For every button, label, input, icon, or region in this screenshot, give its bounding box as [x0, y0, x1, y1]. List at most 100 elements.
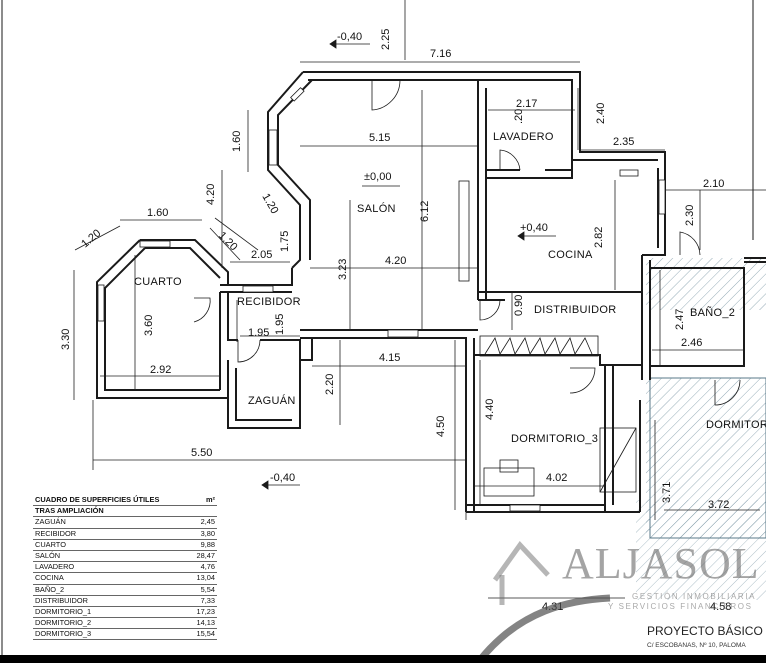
room-label-dormitorio-partial: DORMITORI [706, 419, 766, 431]
table-subheader-row: TRAS AMPLIACIÓN [33, 505, 217, 518]
surface-table: CUADRO DE SUPERFICIES ÚTILES m² TRAS AMP… [33, 495, 217, 641]
table-cell-name: DORMITORIO_3 [33, 628, 190, 641]
room-label-zaguan: ZAGUÁN [248, 394, 296, 407]
level-label-cocina: +0,40 [520, 222, 548, 234]
dimension-label: 1.20 [79, 227, 103, 250]
brand-logo-icon [477, 541, 611, 663]
table-cell-name: COCINA [33, 572, 190, 585]
dimension-label: 1.20 [259, 192, 280, 217]
room-label-recibidor: RECIBIDOR [237, 296, 301, 308]
dimension-label: 3.71 [661, 482, 673, 503]
windows [97, 87, 666, 512]
dimension-label: 2.92 [150, 364, 171, 376]
dimension-label: 4.50 [435, 416, 447, 437]
table-cell-name: DISTRIBUIDOR [33, 595, 190, 607]
dimension-label: 2.46 [681, 337, 702, 349]
table-cell-name: LAVADERO [33, 561, 190, 574]
dimension-label: 0.90 [513, 295, 525, 316]
level-label-top: -0,40 [337, 31, 362, 43]
table-subheader: TRAS AMPLIACIÓN [33, 505, 190, 518]
room-label-lavadero: LAVADERO [493, 131, 554, 143]
room-label-distribuidor: DISTRIBUIDOR [534, 304, 616, 316]
dimension-label: 3.30 [60, 329, 72, 350]
dimension-label: 2.47 [674, 309, 686, 330]
dimension-label: 1.75 [279, 231, 291, 252]
table-header-unit: m² [189, 495, 217, 507]
bottom-black-bar [0, 655, 766, 663]
dimension-label: 7.16 [430, 48, 451, 60]
table-cell-name: DORMITORIO_1 [33, 606, 190, 619]
table-cell-value: 9,88 [189, 539, 217, 551]
table-cell-name: BAÑO_2 [33, 584, 190, 596]
walls [96, 71, 766, 513]
dimension-label: 3.72 [708, 499, 729, 511]
doors [193, 79, 741, 406]
level-label-salon: ±0,00 [364, 171, 391, 183]
room-label-dormitorio-3: DORMITORIO_3 [511, 433, 598, 445]
table-cell-name: CUARTO [33, 539, 190, 551]
hatched-area-outline [649, 377, 766, 539]
dimension-label: 4.15 [379, 352, 400, 364]
dimension-label: 3.23 [337, 259, 349, 280]
table-cell-name: RECIBIDOR [33, 528, 190, 540]
room-label-cocina: COCINA [548, 249, 593, 261]
dimension-label: 1.95 [248, 327, 269, 339]
hatched-area-top [646, 258, 766, 310]
fixtures [479, 335, 637, 497]
table-cell-name: ZAGUÁN [33, 516, 190, 529]
brand-watermark-tagline-1: GESTIÓN INMOBILIARIA [632, 592, 757, 601]
dimension-label: .20 [513, 109, 525, 124]
dimension-label: 6.12 [419, 201, 431, 222]
dimension-label: 1.95 [274, 314, 286, 335]
dimension-label: 4.20 [385, 255, 406, 267]
table-cell-name: DORMITORIO_2 [33, 617, 190, 630]
dimension-label: 2.82 [593, 227, 605, 248]
project-address: C/ ESCOBANAS, Nº 10, PALOMA [647, 642, 746, 649]
table-cell-value: 5,54 [189, 584, 217, 596]
dimension-label: 3.60 [143, 315, 155, 336]
dimension-label: 2.05 [251, 249, 272, 261]
brand-watermark-tagline-2: Y SERVICIOS FINANCIEROS [608, 602, 753, 611]
dimension-label: 2.35 [613, 136, 634, 148]
level-labels: -0,40 ±0,00 +0,40 -0,40 [270, 31, 548, 484]
dimension-label: 2.17 [516, 98, 537, 110]
dimension-label: 2.10 [703, 178, 724, 190]
table-cell-value: 3,80 [189, 528, 217, 540]
level-markers [261, 39, 556, 490]
dimension-label: 2.30 [684, 205, 696, 226]
brand-watermark-name: ALJASOL [562, 539, 760, 588]
room-label-salon: SALÓN [357, 202, 396, 215]
room-label-cuarto: CUARTO [134, 276, 182, 288]
dimension-label: 1.60 [231, 131, 243, 152]
dimension-label: 2.25 [380, 29, 392, 50]
project-title: PROYECTO BÁSICO Y [647, 624, 766, 638]
dimension-label: 4.02 [546, 472, 567, 484]
table-cell-value: 7,33 [189, 595, 217, 607]
dimension-label: 1.60 [147, 207, 168, 219]
table-cell-value: 17,23 [189, 606, 217, 619]
table-cell-value: 2,45 [189, 516, 217, 529]
level-label-bottom: -0,40 [270, 472, 295, 484]
table-cell-value: 4,76 [189, 561, 217, 574]
dimension-labels: 7.16 2.25 2.17 .20 2.40 2.35 2.10 5.15 1… [60, 29, 731, 613]
room-labels: CUARTO RECIBIDOR ZAGUÁN SALÓN LAVADERO C… [134, 131, 766, 445]
dimension-lines [73, 0, 766, 599]
table-cell-value: 14,13 [189, 617, 217, 630]
room-label-bano-2: BAÑO_2 [690, 306, 735, 319]
dimension-label: 5.15 [369, 132, 390, 144]
table-cell-value: 28,47 [189, 550, 217, 563]
dimension-label: 5.50 [191, 447, 212, 459]
dimension-label: 4.40 [484, 399, 496, 420]
